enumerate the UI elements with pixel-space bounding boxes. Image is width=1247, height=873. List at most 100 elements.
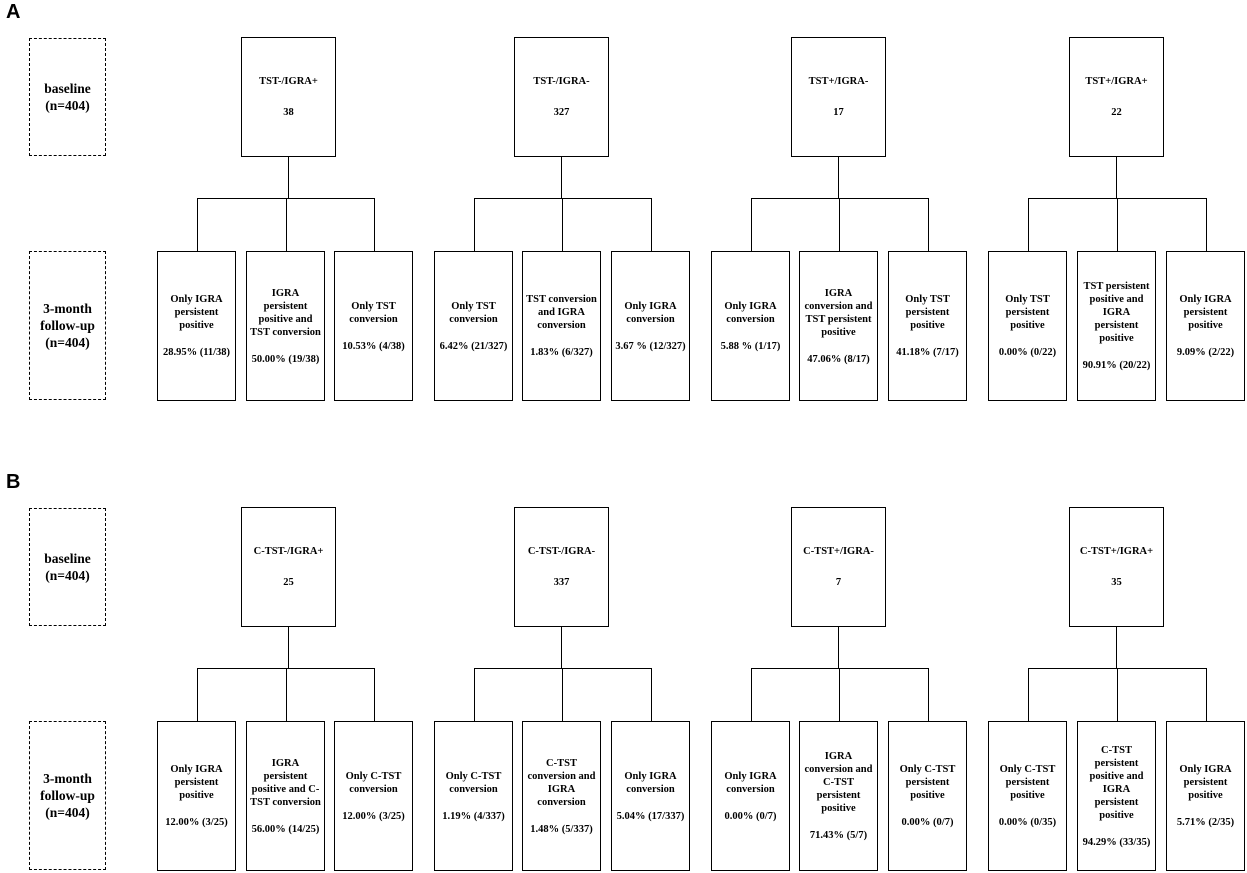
followup-outcome-box: Only IGRA conversion 0.00% (0/7) <box>711 721 790 871</box>
outcome-label: Only IGRA conversion <box>724 300 777 325</box>
outcome-label: Only IGRA persistent positive <box>1179 764 1232 801</box>
outcome-label: Only IGRA conversion <box>624 300 677 325</box>
baseline-group-label: C-TST-/IGRA- <box>527 546 596 557</box>
baseline-group-label: TST+/IGRA+ <box>1085 76 1148 87</box>
outcome-percentage: 1.19% (4/337) <box>442 810 505 822</box>
outcome-percentage: 47.06% (8/17) <box>807 353 870 365</box>
connector-line <box>473 198 475 251</box>
outcome-label: Only IGRA persistent positive <box>1179 294 1232 331</box>
outcome-percentage: 6.42% (21/327) <box>439 340 508 352</box>
outcome-label: Only TST conversion <box>349 300 398 325</box>
baseline-row-label: baseline(n=404) <box>29 38 106 156</box>
outcome-label: TST conversion and IGRA conversion <box>526 294 597 331</box>
baseline-row-label: baseline(n=404) <box>29 508 106 626</box>
baseline-group-label: TST+/IGRA- <box>808 76 869 87</box>
outcome-percentage: 5.71% (2/35) <box>1176 817 1235 828</box>
connector-line <box>285 198 287 251</box>
outcome-label: Only TST persistent positive <box>905 294 950 331</box>
connector-line <box>288 627 290 669</box>
followup-outcome-box: IGRA conversion and C-TST persistent pos… <box>799 721 878 871</box>
outcome-label: Only IGRA conversion <box>724 770 777 795</box>
connector-line <box>1205 198 1207 251</box>
row-label-line: 3-month <box>43 301 92 316</box>
baseline-group-label: TST-/IGRA- <box>533 76 590 87</box>
baseline-group-count: 25 <box>283 577 294 588</box>
outcome-percentage: 12.00% (3/25) <box>165 817 228 828</box>
outcome-percentage: 9.09% (2/22) <box>1176 347 1235 358</box>
outcome-percentage: 5.88 % (1/17) <box>720 340 781 352</box>
outcome-label: C-TST conversion and IGRA conversion <box>527 757 596 808</box>
outcome-label: Only IGRA persistent positive <box>170 294 223 331</box>
row-label-line: (n=404) <box>45 98 90 113</box>
outcome-percentage: 0.00% (0/7) <box>901 817 954 828</box>
followup-outcome-box: IGRA persistent positive and TST convers… <box>246 251 325 401</box>
followup-outcome-box: Only IGRA persistent positive 9.09% (2/22… <box>1166 251 1245 401</box>
outcome-label: Only TST conversion <box>449 300 498 325</box>
followup-outcome-box: C-TST persistent positive and IGRA persi… <box>1077 721 1156 871</box>
connector-line <box>288 157 290 199</box>
panel-label: A <box>6 1 21 23</box>
outcome-percentage: 1.83% (6/327) <box>530 347 593 358</box>
outcome-percentage: 3.67 % (12/327) <box>615 340 686 352</box>
outcome-percentage: 71.43% (5/7) <box>809 830 868 841</box>
followup-outcome-box: Only IGRA conversion 3.67 % (12/327) <box>611 251 690 401</box>
baseline-group-box: C-TST-/IGRA+ 25 <box>241 507 336 627</box>
connector-line <box>561 198 563 251</box>
connector-line <box>1116 668 1118 721</box>
followup-outcome-box: Only C-TST persistent positive 0.00% (0/3… <box>988 721 1067 871</box>
outcome-label: IGRA persistent positive and C-TST conve… <box>250 757 321 808</box>
outcome-label: Only C-TST persistent positive <box>899 764 956 801</box>
connector-line <box>1116 198 1118 251</box>
outcome-label: Only C-TST persistent positive <box>999 764 1056 801</box>
connector-line <box>838 668 840 721</box>
outcome-label: Only C-TST conversion <box>445 770 502 795</box>
connector-line <box>750 668 752 721</box>
baseline-group-label: TST-/IGRA+ <box>259 76 318 87</box>
connector-line <box>473 668 475 721</box>
baseline-group-box: C-TST+/IGRA+ 35 <box>1069 507 1164 627</box>
outcome-percentage: 0.00% (0/35) <box>998 817 1057 828</box>
connector-line <box>1205 668 1207 721</box>
outcome-label: TST persistent positive and IGRA persist… <box>1083 281 1150 344</box>
connector-line <box>196 668 198 721</box>
baseline-group-box: TST+/IGRA- 17 <box>791 37 886 157</box>
connector-line <box>1116 627 1118 669</box>
connector-line <box>1116 157 1118 199</box>
outcome-label: C-TST persistent positive and IGRA persi… <box>1089 744 1144 821</box>
connector-line <box>838 627 840 669</box>
outcome-percentage: 28.95% (11/38) <box>162 347 231 358</box>
row-label-line: (n=404) <box>45 335 90 350</box>
outcome-percentage: 41.18% (7/17) <box>896 347 959 358</box>
baseline-group-box: TST+/IGRA+22 <box>1069 37 1164 157</box>
connector-line <box>838 157 840 199</box>
outcome-label: IGRA persistent positive and TST convers… <box>250 287 321 338</box>
row-label-line: (n=404) <box>45 568 90 583</box>
outcome-percentage: 10.53% (4/38) <box>342 340 405 352</box>
followup-outcome-box: Only IGRA persistent positive 5.71% (2/35… <box>1166 721 1245 871</box>
baseline-group-label: C-TST+/IGRA- <box>803 546 874 557</box>
followup-outcome-box: Only TST persistent positive 41.18% (7/17… <box>888 251 967 401</box>
baseline-group-count: 35 <box>1111 577 1122 588</box>
baseline-group-label: C-TST-/IGRA+ <box>253 546 324 557</box>
outcome-label: Only IGRA conversion <box>624 770 677 795</box>
baseline-group-count: 7 <box>835 577 842 588</box>
baseline-group-label: C-TST+/IGRA+ <box>1079 546 1154 557</box>
outcome-label: Only C-TST conversion <box>345 770 402 795</box>
connector-line <box>285 668 287 721</box>
connector-line <box>561 157 563 199</box>
followup-outcome-box: C-TST conversion and IGRA conversion 1.48… <box>522 721 601 871</box>
outcome-percentage: 1.48% (5/337) <box>530 823 593 835</box>
outcome-percentage: 50.00% (19/38) <box>251 353 320 365</box>
followup-outcome-box: Only TST conversion 6.42% (21/327) <box>434 251 513 401</box>
outcome-percentage: 56.00% (14/25) <box>251 823 320 835</box>
outcome-percentage: 12.00% (3/25) <box>342 810 405 822</box>
followup-outcome-box: Only C-TST persistent positive 0.00% (0/7… <box>888 721 967 871</box>
followup-outcome-box: IGRA conversion and TST persistent posit… <box>799 251 878 401</box>
baseline-group-count: 17 <box>833 107 844 118</box>
outcome-percentage: 0.00% (0/7) <box>724 810 777 822</box>
